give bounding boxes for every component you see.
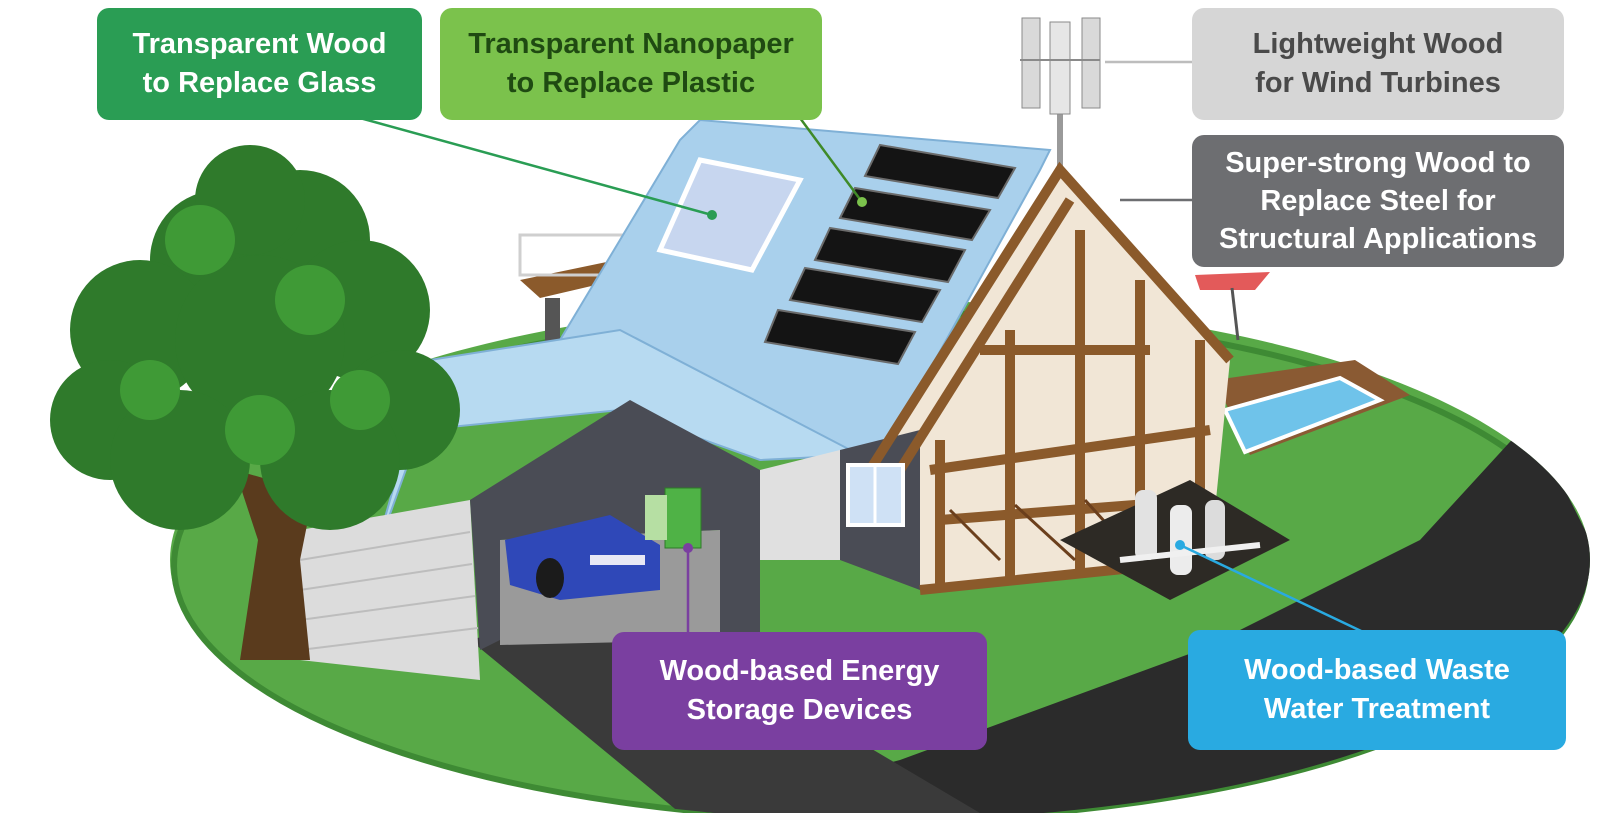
wood-frame-structure: [840, 161, 1234, 595]
leader-dots: [683, 197, 1185, 553]
callout-line: Water Treatment: [1263, 693, 1491, 725]
callout-line: Replace Steel for: [1260, 185, 1496, 217]
skylight: [656, 157, 804, 273]
callout-line: to Replace Plastic: [506, 67, 756, 99]
callout-line: Lightweight Wood: [1252, 28, 1504, 60]
car: [505, 515, 660, 600]
callout-line: Transparent Nanopaper: [468, 28, 794, 60]
callout-line: Structural Applications: [1219, 223, 1537, 255]
callout-line: Storage Devices: [686, 694, 913, 726]
leader-lines: [359, 60, 1381, 645]
wind-turbine: [1020, 17, 1101, 175]
callout-super-strong-wood: Super-strong Wood to Replace Steel for S…: [1192, 135, 1564, 267]
tree: [50, 145, 460, 660]
callout-energy-storage: Wood-based Energy Storage Devices: [612, 632, 987, 750]
pool-area: [1195, 272, 1410, 455]
callout-line: for Wind Turbines: [1255, 67, 1501, 99]
energy-storage-unit: [645, 487, 702, 549]
callout-line: Transparent Wood: [132, 28, 387, 60]
callout-line: to Replace Glass: [142, 67, 377, 99]
callout-line: Wood-based Waste: [1244, 654, 1510, 686]
callout-transparent-wood: Transparent Wood to Replace Glass: [97, 8, 422, 120]
callout-line: Super-strong Wood to: [1225, 147, 1531, 179]
callout-wind-turbines: Lightweight Wood for Wind Turbines: [1192, 8, 1564, 120]
water-treatment-unit: [1060, 480, 1290, 600]
callout-line: Wood-based Energy: [659, 655, 940, 687]
solar-panels: [763, 143, 1017, 366]
callout-transparent-nanopaper: Transparent Nanopaper to Replace Plastic: [440, 8, 822, 120]
callout-waste-water: Wood-based Waste Water Treatment: [1188, 630, 1566, 750]
garage-wall: [300, 500, 480, 680]
